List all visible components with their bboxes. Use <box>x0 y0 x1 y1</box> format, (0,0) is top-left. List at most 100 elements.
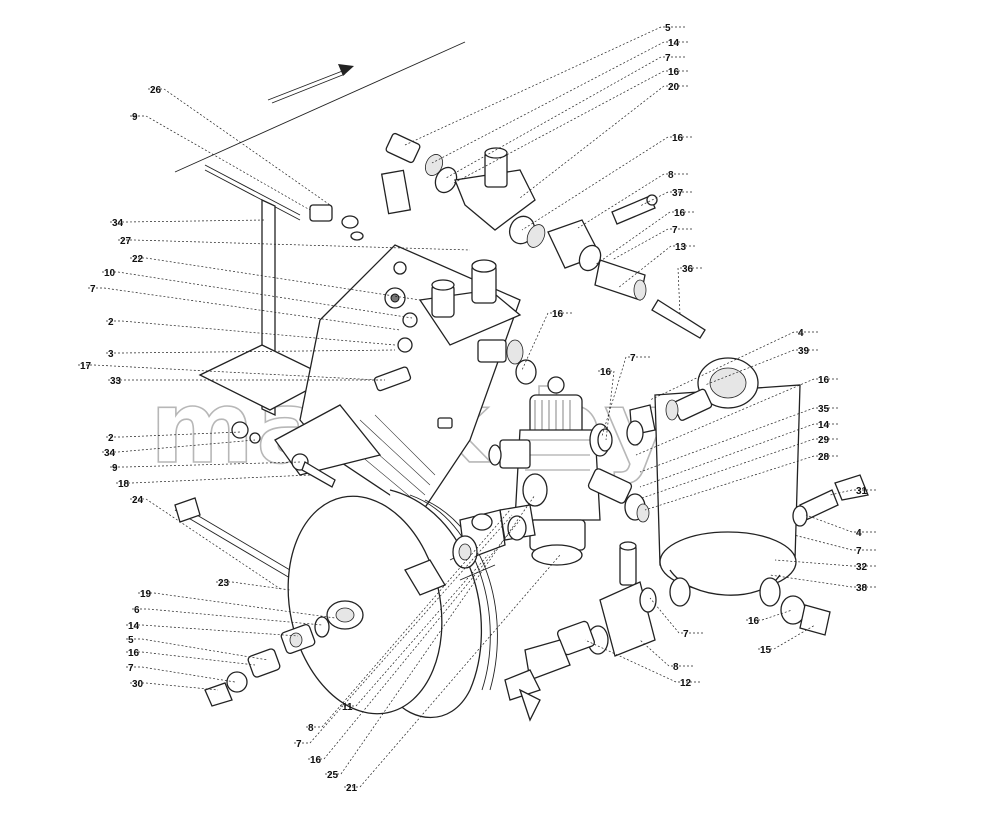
tee-and-tap <box>504 541 657 722</box>
leader-line <box>294 514 513 744</box>
leader-line <box>88 287 401 331</box>
part-callout: 16 <box>552 309 564 320</box>
part-callout: 36 <box>682 264 694 275</box>
leader-line <box>639 639 693 667</box>
leader-line <box>130 115 311 211</box>
leader-line <box>308 519 521 760</box>
leader-line <box>793 534 876 551</box>
part-callout: 16 <box>748 616 760 627</box>
leader-line <box>639 423 838 488</box>
leader-line <box>325 494 536 775</box>
leader-line <box>106 349 396 354</box>
part-callout: 16 <box>310 755 322 766</box>
part-callout: 29 <box>818 435 830 446</box>
leader-line <box>306 509 511 728</box>
part-callout: 30 <box>132 679 144 690</box>
leader-line <box>594 211 694 266</box>
leader-line <box>598 370 615 441</box>
part-callout: 16 <box>672 133 684 144</box>
part-callout: 2 <box>108 317 114 328</box>
direction-arrow <box>267 64 354 104</box>
part-callout: 14 <box>818 420 830 431</box>
leader-line <box>758 624 816 650</box>
leader-line <box>519 85 688 199</box>
support-bracket <box>174 198 332 579</box>
leader-line <box>521 136 692 231</box>
leader-line <box>829 489 876 496</box>
part-callout: 7 <box>90 284 96 295</box>
leader-line <box>521 312 572 371</box>
leader-line <box>102 271 413 319</box>
leader-line <box>340 554 489 707</box>
part-callout: 6 <box>134 605 140 616</box>
part-callout: 25 <box>327 770 339 781</box>
part-callout: 9 <box>112 463 118 474</box>
right-fittings <box>587 388 869 527</box>
part-callout: 26 <box>150 85 162 96</box>
part-callout: 8 <box>673 662 679 673</box>
part-callout: 7 <box>665 53 671 64</box>
leader-line <box>451 70 688 185</box>
leader-line <box>344 554 561 788</box>
part-callout: 32 <box>856 562 868 573</box>
part-callout: 4 <box>798 328 804 339</box>
leader-line <box>130 682 219 691</box>
part-callout: 4 <box>856 528 862 539</box>
right-receiver <box>654 357 831 636</box>
part-callout: 24 <box>132 495 144 506</box>
part-callout: 7 <box>630 353 636 364</box>
leader-line <box>445 56 685 179</box>
leader-line <box>584 639 700 683</box>
leader-line <box>805 514 876 533</box>
part-callout: 16 <box>674 208 686 219</box>
leader-line <box>78 364 379 381</box>
part-callout: 15 <box>760 645 772 656</box>
callout-labels: 2693427221072317332349182423196145167305… <box>80 23 868 794</box>
leader-line <box>704 349 818 386</box>
part-callout: 7 <box>672 225 678 236</box>
leader-line <box>216 581 291 591</box>
part-callout: 12 <box>680 678 692 689</box>
leader-line <box>677 267 702 316</box>
fitting-1 <box>477 339 537 385</box>
leader-line <box>126 638 269 661</box>
part-callout: 16 <box>128 648 140 659</box>
part-callout: 17 <box>80 361 92 372</box>
leader-line <box>639 191 692 207</box>
leader-line <box>577 173 688 229</box>
leader-line <box>126 651 256 666</box>
leader-line <box>649 331 818 401</box>
part-callout: 27 <box>120 236 132 247</box>
part-callout: 11 <box>342 702 353 713</box>
part-callout: 8 <box>308 723 314 734</box>
part-callout: 39 <box>798 346 810 357</box>
valve-block-plate <box>384 259 522 353</box>
part-callout: 9 <box>132 112 138 123</box>
part-callout: 16 <box>600 367 612 378</box>
part-callout: 7 <box>296 739 302 750</box>
leader-line <box>746 609 793 621</box>
part-callout: 34 <box>104 448 116 459</box>
leader-line <box>118 239 471 251</box>
part-callout: 7 <box>683 629 689 640</box>
leader-line <box>431 41 688 164</box>
part-callout: 31 <box>856 486 868 497</box>
part-callout: 28 <box>818 452 830 463</box>
part-callout: 33 <box>110 376 122 387</box>
part-callout: 7 <box>856 546 862 557</box>
leader-line <box>649 597 703 634</box>
part-callout: 21 <box>346 783 358 794</box>
part-callout: 34 <box>112 218 124 229</box>
part-callout: 13 <box>675 242 687 253</box>
small-hardware <box>231 169 453 488</box>
leader-line <box>130 498 283 591</box>
central-valve <box>452 376 611 569</box>
leader-line <box>138 592 336 619</box>
leader-line <box>116 474 311 484</box>
part-callout: 37 <box>672 188 684 199</box>
part-callout: 10 <box>104 268 116 279</box>
leader-line <box>130 257 421 301</box>
leader-line <box>601 356 650 437</box>
